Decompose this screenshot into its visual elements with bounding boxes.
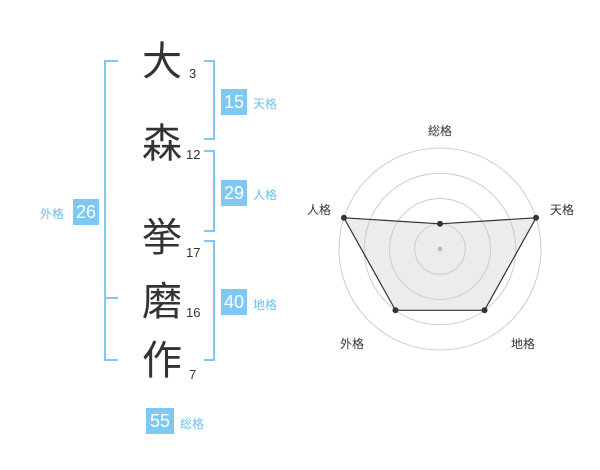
jinkaku-label: 人格 [253,188,278,202]
radar-point-0 [437,220,443,227]
tenkaku-label: 天格 [253,97,278,111]
radar-ring-4 [338,147,542,351]
name-char-2: 森 [142,121,182,167]
stroke-count-2: 12 [186,147,201,162]
gaikaku-label: 外格 [40,207,65,221]
radar-ring-2 [389,198,491,300]
stroke-count-4: 16 [186,305,201,320]
name-char-3: 挙 [142,215,182,261]
stroke-count-3: 17 [186,245,201,260]
name-char-4: 磨 [142,279,182,325]
radar-point-4 [340,214,347,221]
radar-axis-label-soukaku: 総格 [428,124,453,138]
chikaku-value-badge: 40 [221,289,247,315]
gaikaku-value-badge: 26 [73,199,99,225]
radar-point-2 [481,307,488,314]
radar-axis-label-jinkaku: 人格 [307,203,332,217]
radar-ring-3 [363,172,517,326]
tenkaku-value-badge: 15 [221,89,247,115]
radar-point-1 [533,214,540,221]
name-char-5: 作 [142,338,182,384]
radar-point-3 [392,307,399,314]
chikaku-label: 地格 [253,298,278,312]
soukaku-value-badge: 55 [146,408,174,434]
jinkaku-value-badge: 29 [221,180,247,206]
stroke-count-5: 7 [189,367,197,382]
name-char-1: 大 [142,39,182,85]
radar-axis-label-gaikaku: 外格 [340,337,365,351]
radar-center-dot [437,246,443,252]
radar-series-polygon [342,217,538,311]
stroke-count-1: 3 [189,66,197,81]
radar-axis-label-tenkaku: 天格 [550,203,575,217]
soukaku-label: 総格 [180,417,205,431]
radar-axis-label-chikaku: 地格 [511,337,536,351]
